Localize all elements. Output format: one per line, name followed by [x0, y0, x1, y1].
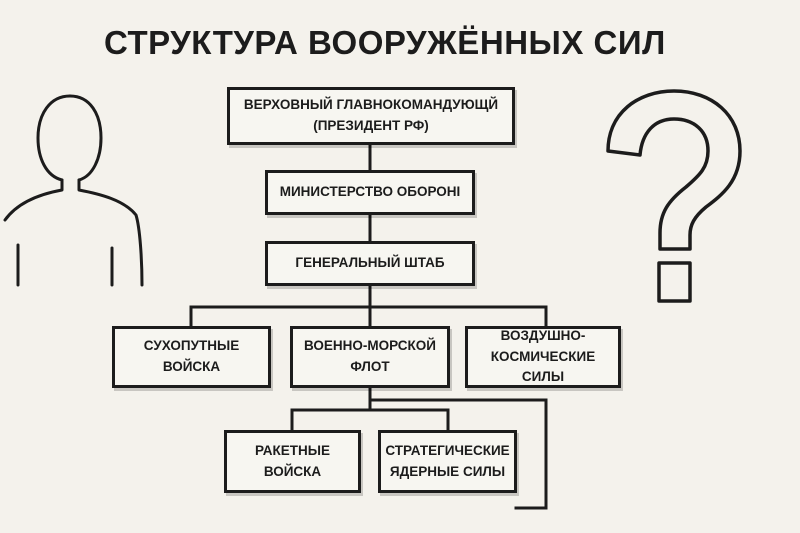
node-ground-forces: СУХОПУТНЫЕ ВОЙСКА	[112, 326, 271, 388]
person-silhouette-icon	[3, 94, 144, 287]
node-label-line2: ЯДЕРНЫЕ СИЛЫ	[389, 463, 506, 479]
node-label-line1: ВОЗДУШНО-	[500, 327, 586, 343]
node-ministry-of-defence: МИНИСТЕРСТВО ОБОРОНI	[265, 170, 475, 215]
node-label-line2: ФЛОТ	[350, 359, 390, 374]
node-label-line1: СУХОПУТНЫЕ	[143, 338, 240, 354]
node-label-line1: СТРАТЕГИЧЕСКИЕ	[385, 442, 510, 458]
node-general-staff: ГЕНЕРАЛЬНЫЙ ШТАБ	[265, 241, 475, 286]
node-label-line1: РАКЕТНЫЕ	[254, 442, 331, 458]
node-label-line1: ГЕНЕРАЛЬНЫЙ ШТАБ	[295, 255, 445, 271]
node-label-line2: (ПРЕЗИДЕНТ РФ)	[313, 118, 429, 133]
node-missile-troops: РАКЕТНЫЕ ВОЙСКА	[224, 430, 361, 493]
node-supreme-commander: ВЕРХОВНЫЙ ГЛАВНОКОМАНДУЮЩЙ (ПРЕЗИДЕНТ РФ…	[227, 87, 515, 145]
node-strategic-nuclear-forces: СТРАТЕГИЧЕСКИЕ ЯДЕРНЫЕ СИЛЫ	[378, 430, 517, 493]
node-label-line1: ВЕРХОВНЫЙ ГЛАВНОКОМАНДУЮЩЙ	[243, 97, 499, 113]
node-aerospace-forces: ВОЗДУШНО- КОСМИЧЕСКИЕ СИЛЫ	[465, 326, 621, 388]
node-label-line2: ВОЙСКА	[263, 463, 322, 479]
node-label-line2: КОСМИЧЕСКИЕ СИЛЫ	[490, 348, 596, 385]
diagram-title: СТРУКТУРА ВООРУЖЁННЫХ СИЛ	[104, 24, 666, 61]
node-label-line1: ВОЕННО-МОРСКОЙ	[303, 338, 437, 354]
node-label-line2: ВОЙСКА	[162, 359, 221, 374]
node-label-line1: МИНИСТЕРСТВО ОБОРОНI	[279, 184, 461, 200]
question-mark-icon	[606, 89, 742, 303]
node-navy: ВОЕННО-МОРСКОЙ ФЛОТ	[290, 326, 450, 388]
